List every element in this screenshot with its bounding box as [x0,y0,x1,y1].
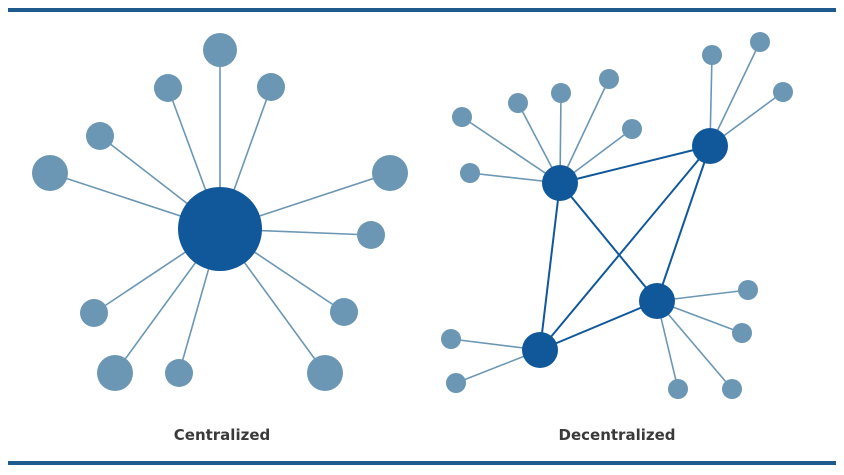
decentralized-leaf-node [668,379,688,399]
hub-link-edge [559,145,711,184]
centralized-leaf-node [165,359,193,387]
centralized-network [32,33,408,391]
centralized-hub-node [178,187,262,271]
decentralized-leaf-edge [559,78,610,184]
centralized-leaf-node [372,155,408,191]
hub-link-edge [559,182,658,302]
hub-link-edge [539,145,711,351]
decentralized-leaf-node [732,323,752,343]
decentralized-hub-node [542,165,578,201]
centralized-leaf-node [154,74,182,102]
decentralized-hub-node [639,283,675,319]
decentralized-leaf-node [551,83,571,103]
decentralized-leaf-node [702,45,722,65]
decentralized-leaf-node [722,379,742,399]
decentralized-leaf-node [441,329,461,349]
decentralized-hub-node [522,332,558,368]
decentralized-caption: Decentralized [558,426,676,444]
decentralized-leaf-edge [461,116,561,184]
decentralized-leaf-edge [656,300,733,390]
centralized-leaf-node [97,355,133,391]
decentralized-leaf-node [773,82,793,102]
centralized-caption: Centralized [173,426,271,444]
hub-link-edge [539,182,561,351]
hub-link-edge [539,300,658,351]
centralized-leaf-node [32,155,68,191]
decentralized-leaf-node [508,93,528,113]
decentralized-leaf-node [460,163,480,183]
decentralized-leaf-node [446,373,466,393]
centralized-leaf-node [203,33,237,67]
bottom-rule [8,461,836,465]
centralized-leaf-node [86,122,114,150]
decentralized-leaf-node [599,69,619,89]
decentralized-leaf-node [738,280,758,300]
decentralized-leaf-edge [709,41,761,147]
decentralized-leaf-node [750,32,770,52]
decentralized-leaf-node [452,107,472,127]
top-rule [8,8,836,12]
decentralized-leaf-node [622,119,642,139]
centralized-leaf-node [357,221,385,249]
centralized-leaf-node [80,299,108,327]
decentralized-hub-node [692,128,728,164]
hub-link-edge [656,145,711,302]
decentralized-network [441,32,793,399]
centralized-leaf-node [257,73,285,101]
centralized-leaf-node [330,298,358,326]
centralized-leaf-node [307,355,343,391]
